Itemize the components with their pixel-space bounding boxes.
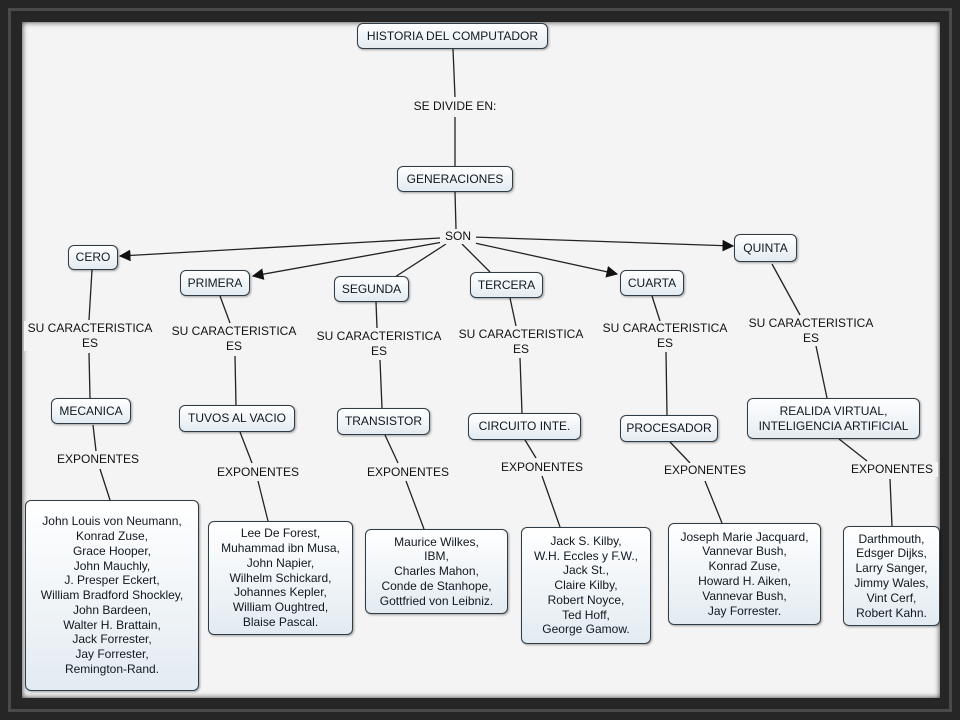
node-generation-primera: PRIMERA [180,270,250,296]
label-caracteristica-segunda: SU CARACTERISTICA ES [313,329,445,359]
line-son-segunda [394,243,447,278]
node-characteristic-transistor: TRANSISTOR [337,408,430,435]
line-root-divide [452,48,456,98]
label-exponentes-quinta: EXPONENTES [846,462,938,477]
node-exponents-cuarta: Joseph Marie Jacquard, Vannevar Bush, Ko… [668,523,821,625]
frame-border [8,8,952,712]
label-exponentes-tercera: EXPONENTES [496,460,588,475]
node-exponents-quinta: Darthmouth, Edsger Dijks, Larry Sanger, … [843,526,940,626]
node-characteristic-mecanica: MECANICA [51,398,131,424]
node-generation-tercera: TERCERA [470,272,543,298]
label-caracteristica-primera: SU CARACTERISTICA ES [168,324,300,354]
label-caracteristica-tercera: SU CARACTERISTICA ES [455,327,587,357]
node-characteristic-circuito-inte: CIRCUITO INTE. [468,413,581,440]
label-son: SON [440,229,476,244]
label-caracteristica-cero: SU CARACTERISTICA ES [24,321,156,351]
node-characteristic-procesador: PROCESADOR [620,415,718,442]
node-exponents-tercera: Jack S. Kilby, W.H. Eccles y F.W., Jack … [521,527,651,644]
node-generation-cero: CERO [68,245,118,270]
node-generation-cuarta: CUARTA [620,270,684,296]
node-exponents-segunda: Maurice Wilkes, IBM, Charles Mahon, Cond… [365,529,508,614]
node-historia-del-computador: HISTORIA DEL COMPUTADOR [357,23,548,49]
label-exponentes-cuarta: EXPONENTES [659,463,751,478]
node-characteristic-tuvos-al-vacio: TUVOS AL VACIO [179,405,295,432]
arrow-son-primera [251,241,444,280]
label-se-divide-en: SE DIVIDE EN: [405,99,505,114]
label-exponentes-cero: EXPONENTES [52,452,144,467]
arrow-son-cero [118,237,441,262]
arrow-son-quinta [471,236,735,252]
label-exponentes-segunda: EXPONENTES [362,465,454,480]
node-exponents-cero: John Louis von Neumann, Konrad Zuse, Gra… [25,500,199,691]
label-caracteristica-cuarta: SU CARACTERISTICA ES [599,321,731,351]
node-generaciones: GENERACIONES [397,166,513,192]
node-generation-segunda: SEGUNDA [334,276,409,302]
line-son-tercera [461,243,491,273]
arrow-son-cuarta [469,241,619,278]
node-characteristic-realidad-virtual: REALIDA VIRTUAL, INTELIGENCIA ARTIFICIAL [747,398,920,439]
line-generaciones-son [454,191,457,230]
node-exponents-primera: Lee De Forest, Muhammad ibn Musa, John N… [208,521,353,635]
node-generation-quinta: QUINTA [734,234,797,262]
label-caracteristica-quinta: SU CARACTERISTICA ES [745,316,877,346]
label-exponentes-primera: EXPONENTES [212,465,304,480]
